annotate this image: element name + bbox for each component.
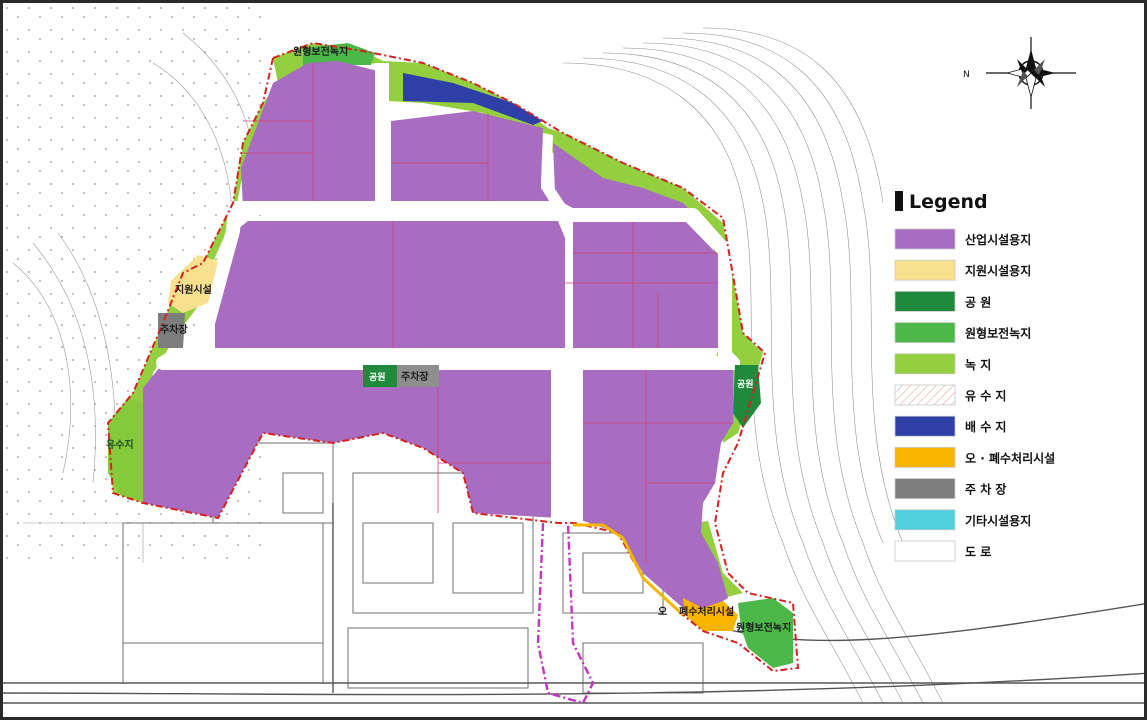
legend-swatch: [894, 384, 956, 406]
retention-pond-lot: [108, 398, 143, 501]
legend-item: 원형보전녹지: [894, 322, 1031, 344]
label-wastewater: 폐수처리시설: [679, 605, 734, 618]
label-preserved-green-top: 원형보전녹지: [293, 45, 348, 58]
legend-item: 도 로: [894, 540, 991, 562]
label-park-center: 공원: [369, 371, 386, 383]
legend-label: 오 · 폐수처리시설: [965, 450, 1055, 465]
label-parking-left: 주차장: [160, 323, 188, 336]
park-right: [733, 365, 761, 428]
legend-swatch: [894, 353, 956, 375]
label-preserved-green-bottom: 원형보전녹지: [736, 621, 791, 634]
legend-swatch: [894, 259, 956, 281]
parking-lot-left: [158, 313, 185, 348]
legend-label: 공 원: [965, 295, 991, 309]
legend-swatch: [894, 322, 956, 344]
legend-swatch: [894, 290, 956, 312]
legend-label: 유 수 지: [965, 388, 1006, 403]
legend-item: 오 · 폐수처리시설: [894, 446, 1055, 468]
legend-title: Legend: [909, 191, 988, 213]
legend-swatch: [894, 509, 956, 531]
legend-label: 녹 지: [965, 357, 991, 372]
legend-item: 녹 지: [894, 353, 991, 375]
legend-label: 산업시설용지: [965, 232, 1031, 247]
legend-item: 지원시설용지: [894, 259, 1031, 281]
legend-item: 유 수 지: [894, 384, 1006, 406]
legend-item: 공 원: [894, 290, 991, 312]
wastewater-facility: [683, 598, 738, 631]
legend-swatch: [894, 446, 956, 468]
label-retention-pond: 유수지: [106, 438, 134, 451]
magenta-access-road: [536, 522, 595, 705]
reservoir: [403, 73, 543, 125]
legend-label: 배 수 지: [965, 419, 1006, 434]
parking-lot-center: [397, 365, 439, 387]
legend-swatch: [894, 415, 956, 437]
compass-rose: N: [963, 37, 1076, 109]
legend-swatch: [894, 228, 956, 250]
preserved-green-bottom: [738, 598, 793, 668]
legend-label: 주 차 장: [965, 482, 1006, 497]
label-support-facility: 지원시설: [175, 283, 212, 296]
site-plan-map: 원형보전녹지 지원시설 주차장 유수지 공원 주차장 공원 오 폐수처리시설 원…: [3, 3, 1144, 705]
park-center: [363, 365, 397, 387]
label-park-right: 공원: [737, 378, 754, 390]
legend-item: 배 수 지: [894, 415, 1006, 437]
support-facility-lot: [168, 255, 218, 313]
parcel-lot-lines: [243, 63, 733, 563]
compass-north-label: N: [963, 70, 970, 80]
label-parking-center: 주차장: [401, 370, 429, 383]
legend-item: 기타시설용지: [894, 509, 1031, 531]
legend-label: 원형보전녹지: [965, 326, 1031, 341]
industrial-parcels: [143, 61, 733, 613]
legend-item: 주 차 장: [894, 478, 1006, 500]
legend-label: 도 로: [965, 545, 991, 559]
legend-swatch: [894, 540, 956, 562]
legend-label: 기타시설용지: [965, 513, 1031, 528]
legend-item: 산업시설용지: [894, 228, 1031, 250]
legend-label: 지원시설용지: [965, 263, 1031, 278]
contour-lines: [562, 27, 944, 704]
legend-swatch: [894, 478, 956, 500]
label-wastewater-o: 오: [658, 606, 667, 618]
